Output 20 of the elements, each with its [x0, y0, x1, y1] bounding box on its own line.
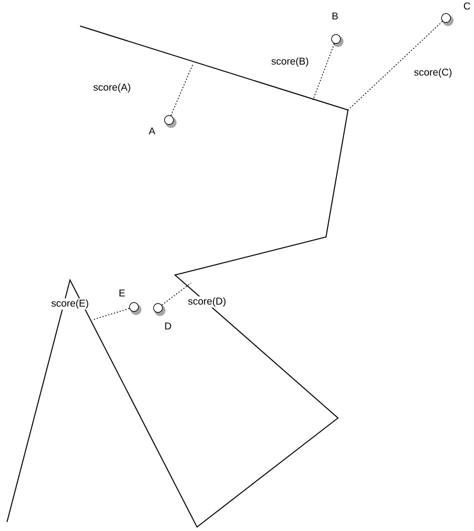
- edge-label: score(E): [51, 299, 88, 309]
- point-label: D: [165, 322, 172, 330]
- point-marker: [129, 302, 139, 312]
- point-label: E: [120, 290, 125, 296]
- score-line: [312, 43, 335, 100]
- score-line: [348, 20, 443, 110]
- score-line: [170, 64, 194, 116]
- point-marker: [331, 34, 341, 44]
- score-line: [92, 308, 130, 320]
- edge-label: score(B): [271, 57, 308, 67]
- point-marker: [153, 303, 163, 313]
- point-label: C: [464, 2, 470, 10]
- edge-label: score(D): [188, 297, 226, 307]
- point-label: A: [148, 128, 156, 134]
- point-marker: [164, 115, 174, 125]
- point-marker: [441, 13, 451, 23]
- point-label: B: [332, 12, 338, 20]
- edge-label: score(A): [93, 83, 130, 93]
- edge-label: score(C): [414, 68, 452, 78]
- score-line: [161, 282, 192, 306]
